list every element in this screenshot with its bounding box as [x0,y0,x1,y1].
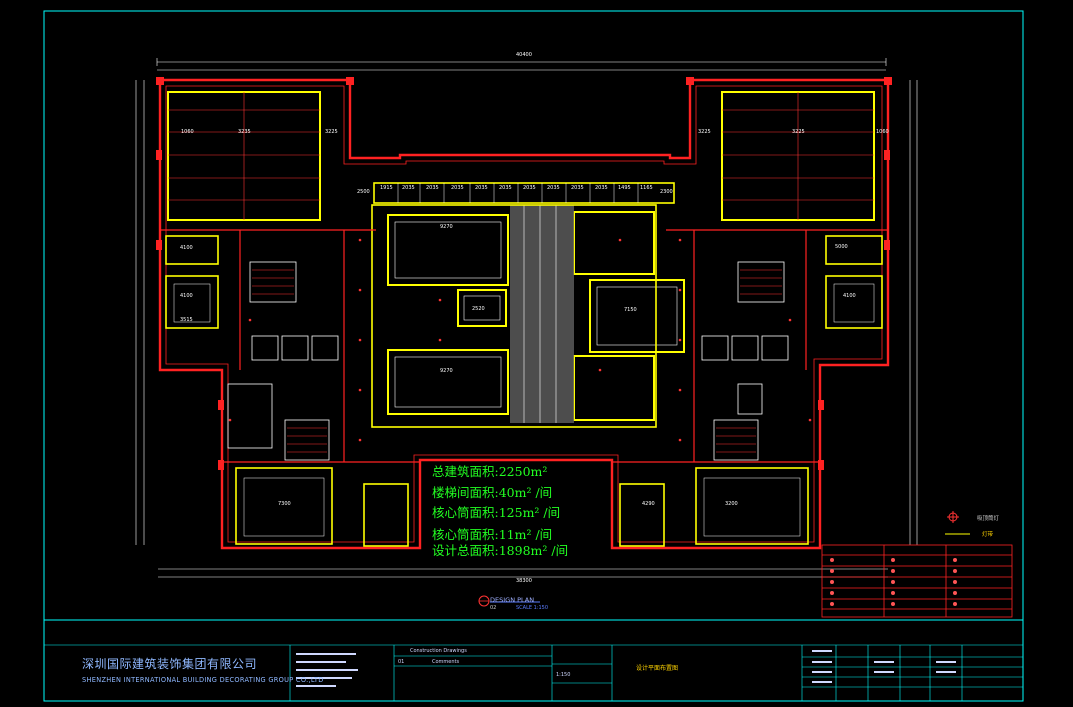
drawing-title: 设计平面布置图 [636,665,679,672]
title-block-grid [289,645,1023,701]
svg-text:1165: 1165 [640,185,653,191]
svg-text:2035: 2035 [595,185,608,191]
svg-text:4100: 4100 [180,293,193,299]
svg-text:2035: 2035 [402,185,415,191]
svg-text:2035: 2035 [523,185,536,191]
sheet-border [43,10,1024,702]
svg-text:2035: 2035 [547,185,560,191]
svg-text:4290: 4290 [642,501,655,507]
title-block-project: Construction Drawings [410,648,467,654]
svg-text:2520: 2520 [472,306,485,312]
svg-text:1060: 1060 [876,129,889,135]
svg-text:2035: 2035 [451,185,464,191]
svg-text:7150: 7150 [624,307,637,313]
svg-text:1495: 1495 [618,185,631,191]
svg-text:2300: 2300 [660,189,673,195]
svg-text:4100: 4100 [180,245,193,251]
svg-text:1060: 1060 [181,129,194,135]
building-outline [158,78,890,550]
title-block-revision: 01 [398,659,405,665]
svg-text:2035: 2035 [499,185,512,191]
svg-text:3515: 3515 [180,317,193,323]
downlight-symbol-icon [947,511,959,523]
company-name-en: SHENZHEN INTERNATIONAL BUILDING DECORATI… [82,676,324,684]
svg-text:3200: 3200 [725,501,738,507]
area-note-core-2: 核心筒面积:11m² /间 [432,527,553,542]
legend-lightstrip-label: 灯带 [982,532,994,538]
svg-text:1915: 1915 [380,185,393,191]
svg-text:4100: 4100 [843,293,856,299]
area-note-design-total: 设计总面积:1898m² /间 [432,543,569,558]
svg-text:3225: 3225 [698,129,711,135]
svg-text:7300: 7300 [278,501,291,507]
svg-text:3225: 3225 [792,129,805,135]
svg-text:3235: 3235 [238,129,251,135]
plan-title: DESIGN PLAN [490,596,535,604]
overall-dimension-lines [135,58,918,578]
svg-text:3225: 3225 [325,129,338,135]
area-note-core-1: 核心筒面积:125m² /间 [432,505,561,520]
svg-text:2500: 2500 [357,189,370,195]
title-block-comments: Comments [432,659,460,665]
svg-text:9270: 9270 [440,224,453,230]
company-name-cn: 深圳国际建筑装饰集团有限公司 [82,657,258,671]
legend-downlight-label: 吸顶筒灯 [977,516,1000,522]
plan-number: 02 [490,605,497,611]
overall-dimension-top: 40400 [516,52,532,58]
svg-text:2035: 2035 [571,185,584,191]
svg-text:9270: 9270 [440,368,453,374]
plan-label-bubble-icon [478,595,540,607]
plan-scale: SCALE 1:150 [516,605,549,611]
area-note-stairwell: 楼梯间面积:40m² /间 [432,485,553,500]
area-note-total: 总建筑面积:2250m² [432,464,548,479]
svg-text:2035: 2035 [475,185,488,191]
symbol-legend-table [821,544,1013,618]
svg-text:2035: 2035 [426,185,439,191]
overall-dimension-bottom: 38300 [516,578,532,584]
svg-text:5000: 5000 [835,244,848,250]
title-block-scale: 1:150 [556,672,571,678]
